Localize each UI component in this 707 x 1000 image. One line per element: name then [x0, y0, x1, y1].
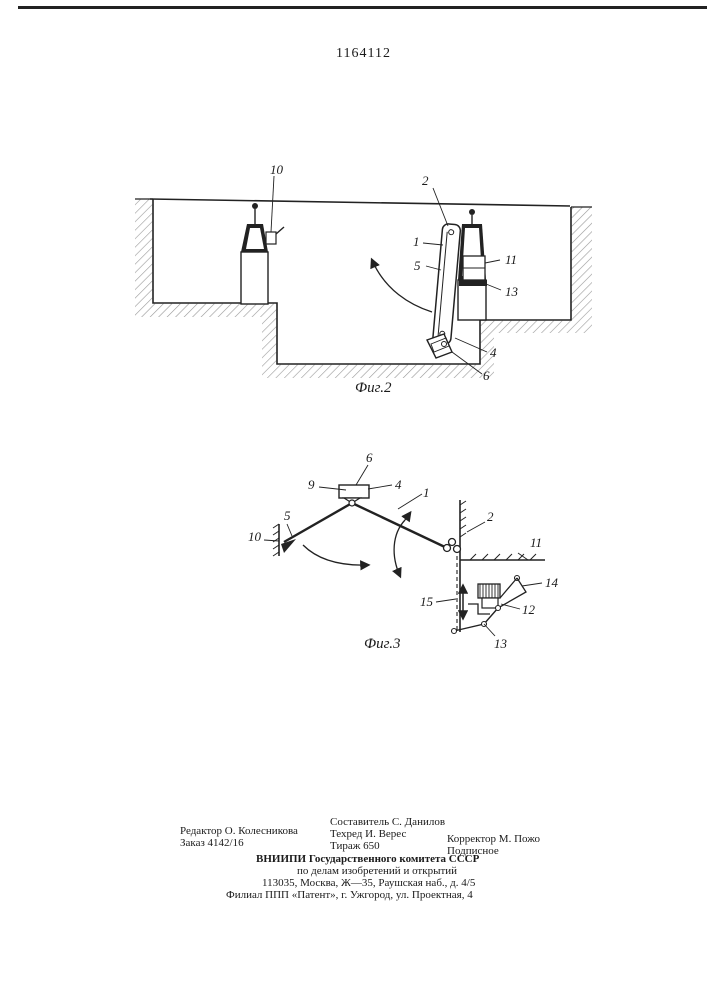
fig3-caption: Фиг.3	[364, 636, 400, 652]
sensor-10	[266, 232, 276, 244]
fig3-label-11: 11	[530, 535, 542, 550]
fig3-label-9: 9	[308, 477, 315, 492]
head-6	[339, 485, 369, 498]
figure-3: 6 9 4 1 5 10 2 11 14 15 12 13 Фиг.3	[248, 450, 559, 652]
footer-vniipi: ВНИИПИ Государственного комитета СССР	[256, 853, 479, 865]
left-column	[241, 176, 284, 304]
fig2-label-1: 1	[413, 234, 420, 249]
fig3-label-13: 13	[494, 636, 508, 651]
footer-circulation: Тираж 650	[330, 840, 380, 852]
fig2-label-13: 13	[505, 284, 519, 299]
pit-outline	[153, 199, 571, 364]
right-column	[458, 209, 487, 320]
fig2-label-2: 2	[422, 173, 429, 188]
fig2-label-6: 6	[483, 368, 490, 383]
fig3-label-15: 15	[420, 594, 434, 609]
fig3-label-2: 2	[487, 509, 494, 524]
ground-surface-line	[150, 199, 570, 206]
fig3-label-5: 5	[284, 508, 291, 523]
part-13	[459, 280, 487, 286]
fig3-label-1: 1	[423, 485, 430, 500]
footer-editor: Редактор О. Колесникова	[180, 825, 298, 837]
link-5	[284, 503, 352, 542]
rotation-arrow-left	[303, 545, 368, 565]
figure-2: 10 2 1 5 11 13 4 6 Фиг.2	[135, 162, 592, 396]
fig3-label-4: 4	[395, 477, 402, 492]
fig3-label-12: 12	[522, 602, 536, 617]
fig2-label-5: 5	[414, 258, 421, 273]
fig2-label-4: 4	[490, 345, 497, 360]
footer-address: 113035, Москва, Ж—35, Раушская наб., д. …	[262, 877, 475, 889]
fig3-label-10: 10	[248, 529, 262, 544]
footer-corrector: Корректор М. Пожо	[447, 833, 540, 845]
footer-compiler: Составитель С. Данилов	[330, 816, 445, 828]
link-1	[352, 503, 447, 548]
footer-affairs: по делам изобретений и открытий	[297, 865, 457, 877]
fig2-label-11: 11	[505, 252, 517, 267]
footer-order: Заказ 4142/16	[180, 837, 244, 849]
lever-bar	[432, 223, 460, 344]
footer-techred: Техред И. Верес	[330, 828, 406, 840]
fig2-label-10: 10	[270, 162, 284, 177]
fig3-label-6: 6	[366, 450, 373, 465]
fig3-label-14: 14	[545, 575, 559, 590]
fig2-caption: Фиг.2	[355, 380, 392, 396]
footer-branch: Филиал ППП «Патент», г. Ужгород, ул. Про…	[226, 889, 473, 901]
soil-hatching	[135, 199, 592, 378]
rotation-arrow	[372, 260, 432, 312]
